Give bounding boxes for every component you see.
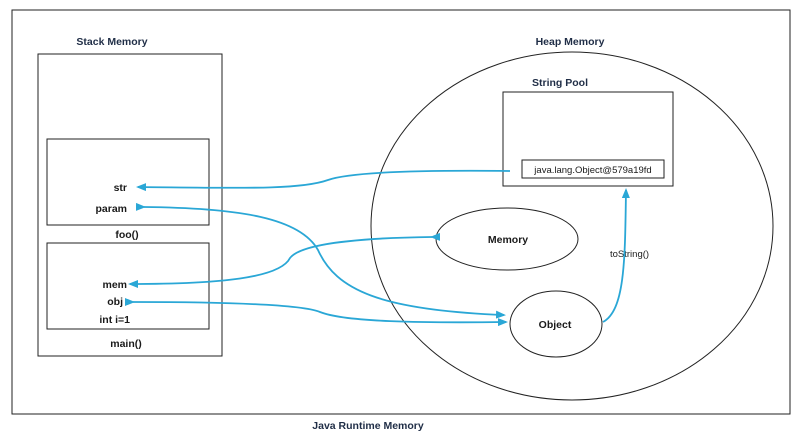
var-int-i: int i=1	[99, 314, 130, 326]
var-mem: mem	[102, 279, 127, 291]
var-param: param	[95, 203, 127, 215]
arrow-str-to-string-pool	[136, 169, 511, 192]
var-obj: obj	[107, 296, 123, 308]
string-pool-entry	[521, 159, 665, 179]
runtime-memory-title: Java Runtime Memory	[312, 420, 424, 432]
foo-frame-label: foo()	[115, 229, 138, 241]
object-object	[509, 290, 603, 358]
foo-frame	[46, 138, 210, 226]
stack-memory-title: Stack Memory	[76, 36, 147, 48]
memory-object-label: Memory	[488, 234, 528, 246]
tostring-label: toString()	[610, 249, 649, 260]
arrow-param-object	[135, 202, 506, 319]
heap-memory-title: Heap Memory	[536, 36, 605, 48]
string-pool-entry-text: java.lang.Object@579a19fd	[533, 165, 651, 176]
main-frame-label: main()	[110, 338, 142, 350]
var-str: str	[114, 182, 127, 194]
object-object-label: Object	[539, 319, 572, 331]
arrow-tostring	[602, 188, 630, 323]
string-pool-title: String Pool	[532, 77, 588, 89]
